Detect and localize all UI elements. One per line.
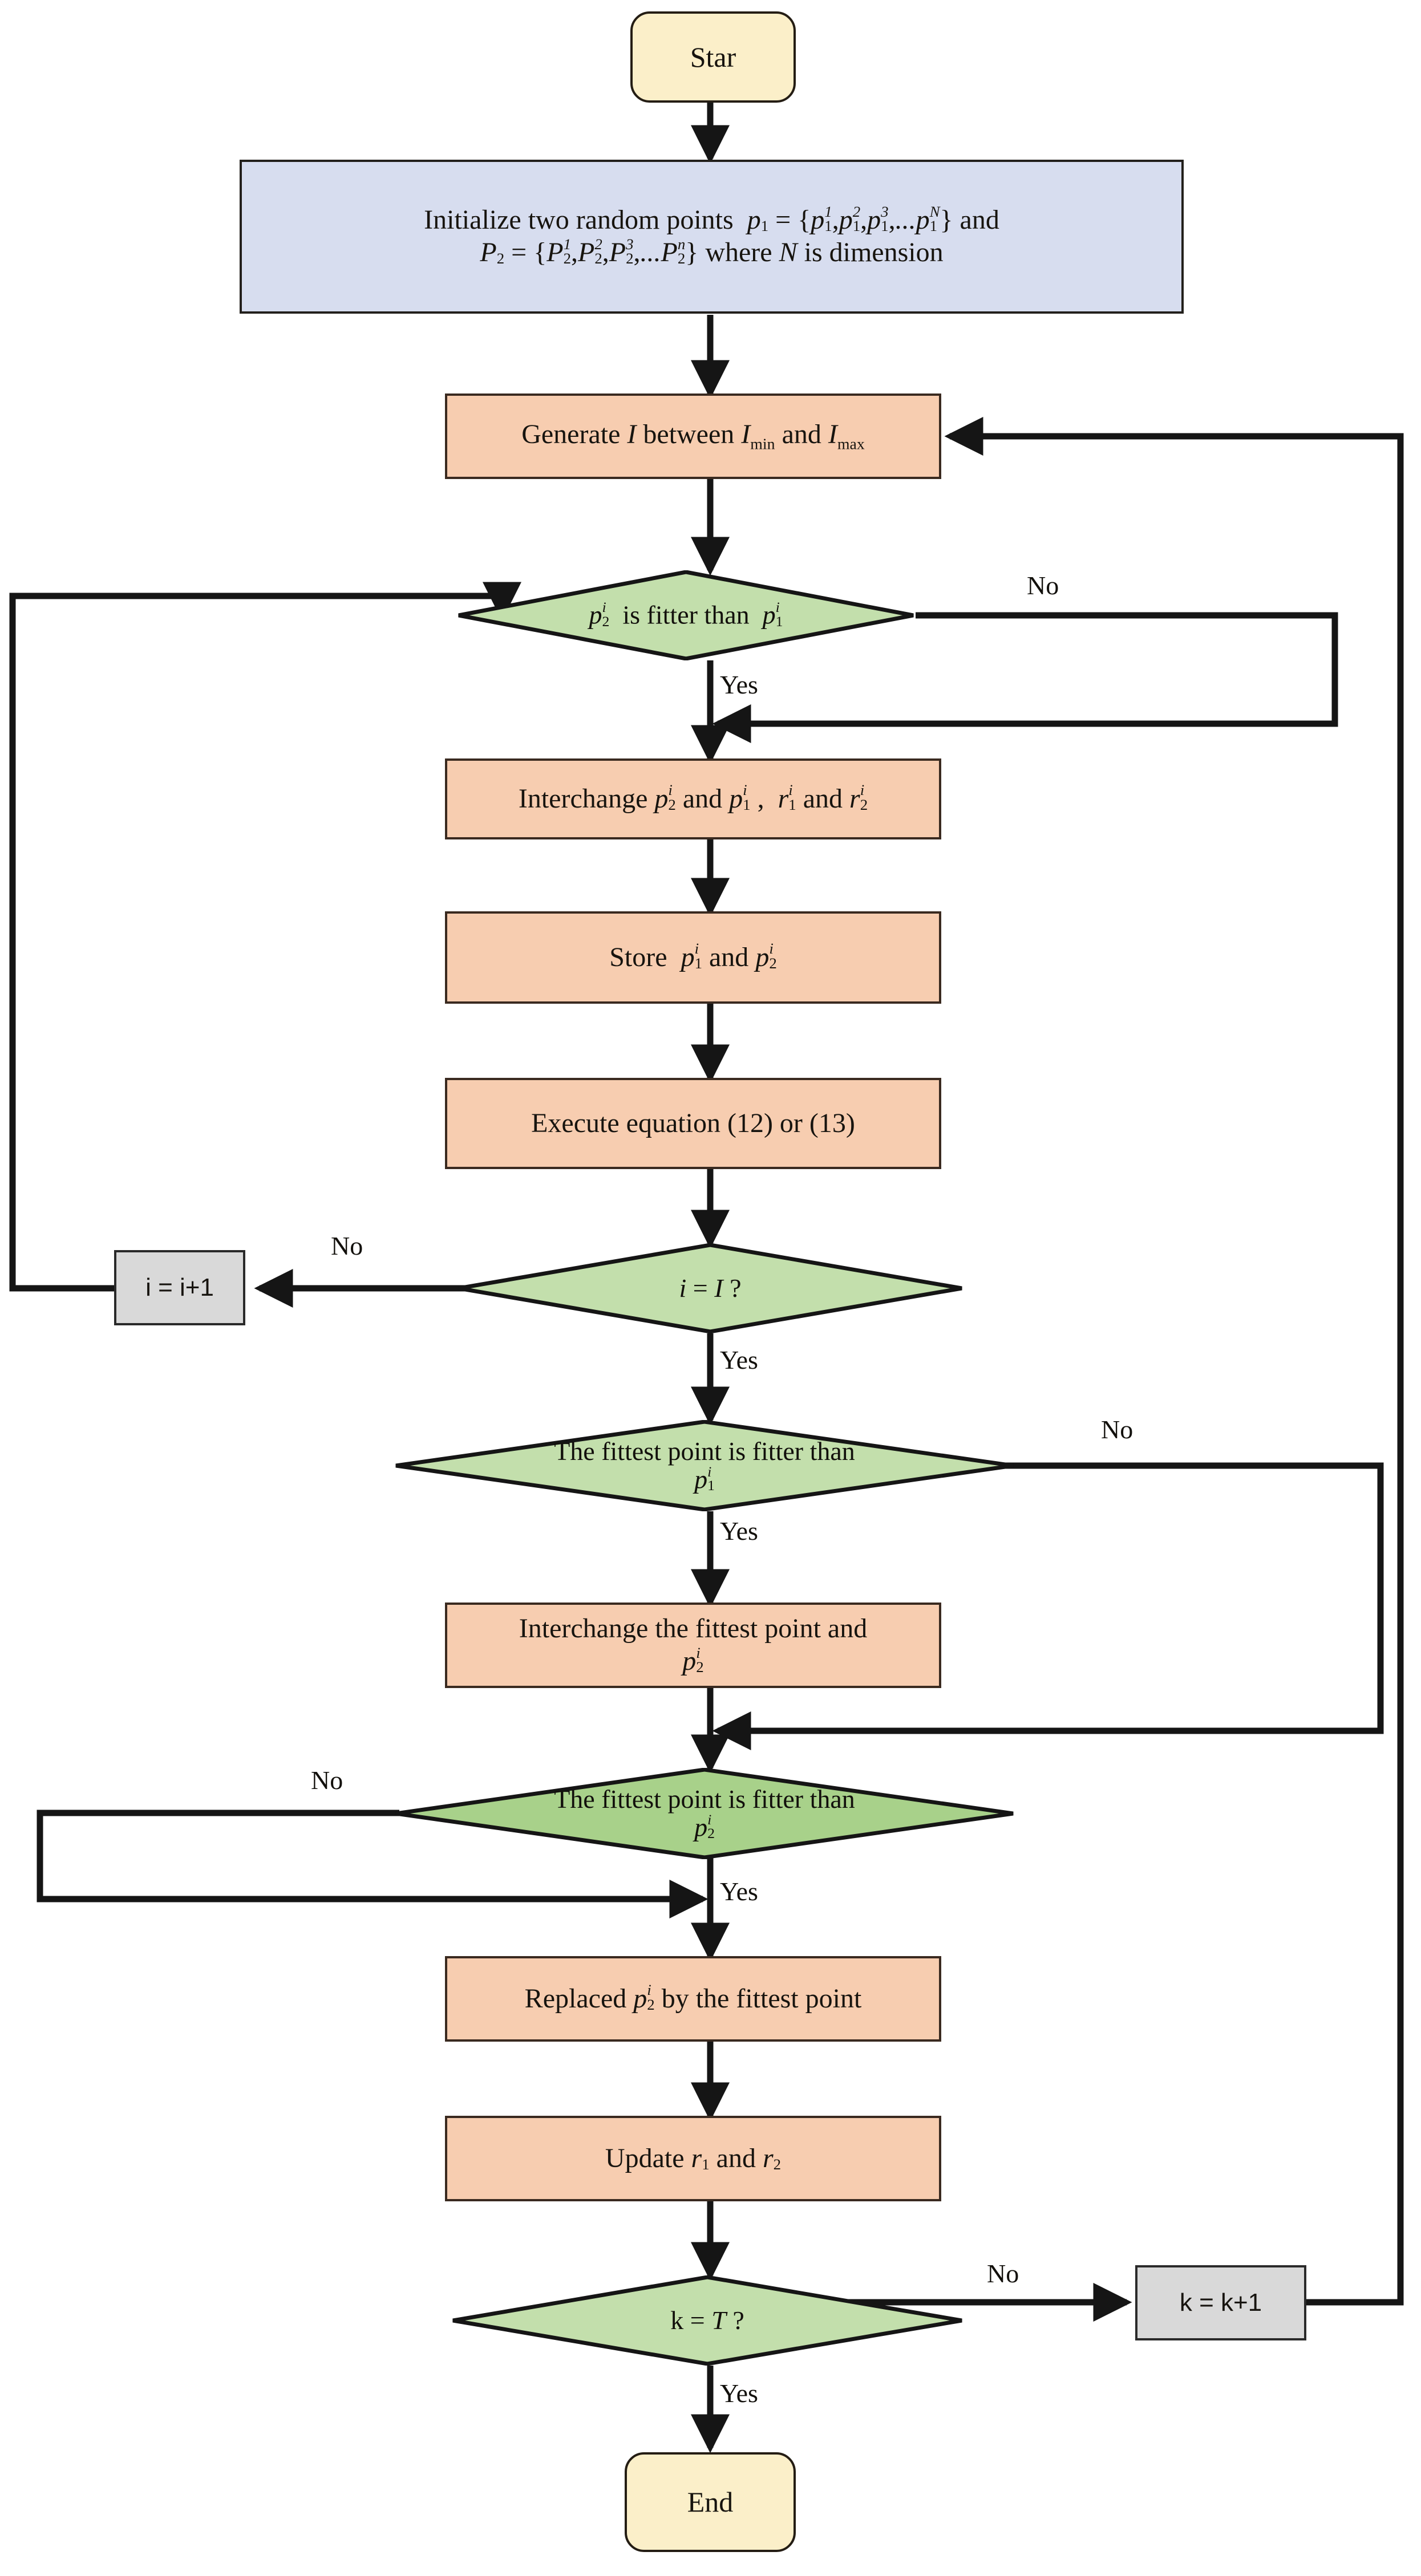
edge-label-no-1: No [1027,571,1059,600]
node-execute[interactable]: Execute equation (12) or (13) [445,1078,941,1169]
node-k-increment[interactable]: k = k+1 [1135,2265,1306,2340]
edge-label-no-2: No [331,1231,363,1260]
edge-label-no-3: No [1101,1415,1133,1444]
node-k-increment-label: k = k+1 [1179,2289,1262,2317]
node-execute-label: Execute equation (12) or (13) [531,1108,855,1138]
edge-label-yes-3: Yes [720,1516,758,1545]
node-i-increment[interactable]: i = i+1 [114,1250,245,1325]
node-decision-k-eq-T[interactable]: k = T ? [451,2275,964,2366]
node-end[interactable]: End [625,2452,796,2552]
diamond-shape [452,2275,962,2366]
edge-label-yes-5: Yes [720,2379,758,2408]
node-start-label: Star [690,40,736,73]
edge-label-yes-2: Yes [720,1345,758,1374]
edge-label-no-5: No [987,2259,1019,2288]
node-interchange-fittest-line1: Interchange the fittest point and [519,1613,868,1644]
edge-label-yes-4: Yes [720,1877,758,1906]
node-decision-k-eq-T-label: k = T ? [670,2305,744,2335]
diamond-shape [395,1768,1014,1859]
diamond-shape [458,1243,962,1333]
node-decision-i-eq-I[interactable]: i = I ? [456,1243,964,1333]
node-generate-i-label: Generate I between Imin and Imax [521,419,865,453]
diamond-shape [458,570,914,660]
node-start[interactable]: Star [630,11,796,103]
edge-label-no-4: No [311,1766,343,1795]
edge-label-yes-1: Yes [720,670,758,699]
node-decision-i-eq-I-label: i = I ? [679,1273,742,1303]
node-i-increment-label: i = i+1 [145,1273,214,1302]
node-end-label: End [687,2486,734,2518]
diamond-shape [395,1420,1014,1511]
node-generate-i[interactable]: Generate I between Imin and Imax [445,394,941,479]
